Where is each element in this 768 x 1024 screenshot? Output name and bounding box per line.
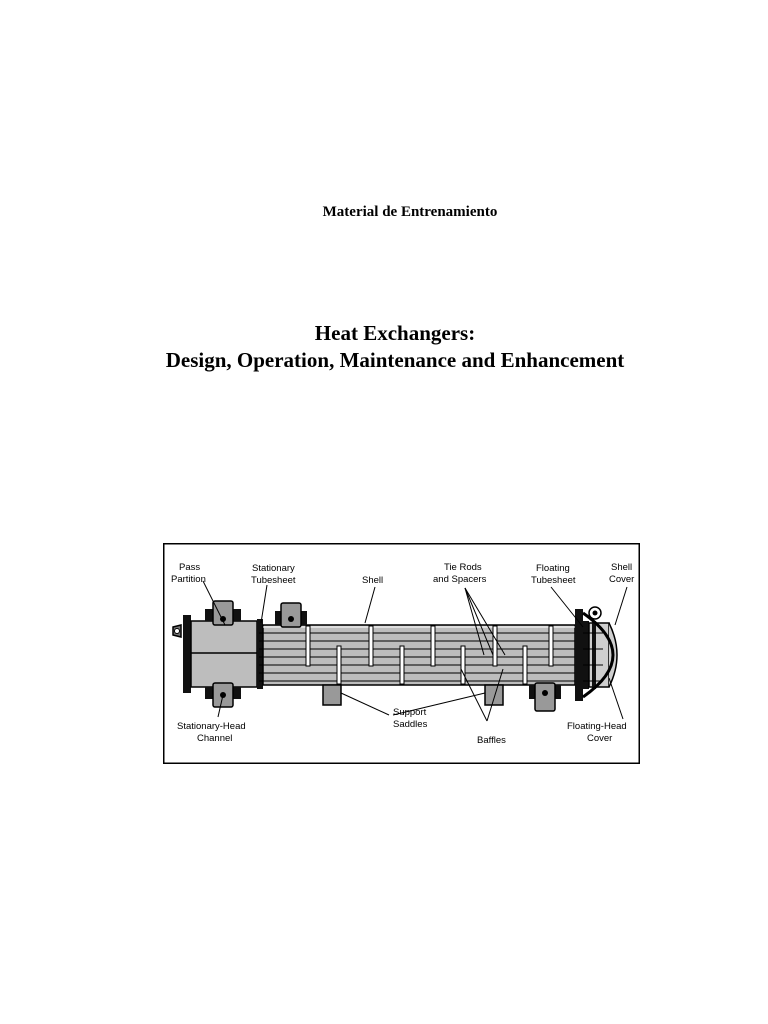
label-floating-head-cover: Floating-Head Cover [567, 721, 629, 744]
channel-flange-top-right [231, 609, 241, 621]
baffle-8 [522, 645, 528, 685]
label-shell-cover: Shell Cover [609, 562, 635, 585]
baffle-2 [336, 645, 342, 685]
channel-nozzle-top [212, 600, 234, 626]
floating-head-flange [592, 621, 596, 689]
baffle-9 [548, 625, 554, 667]
channel-flange-bottom-left [205, 687, 215, 699]
heat-exchanger-svg: Pass Partition Stationary Tubesheet Shel… [163, 543, 640, 764]
support-saddle-left [322, 684, 342, 706]
stationary-head-end-plate [183, 615, 191, 693]
baffle-4 [399, 645, 405, 685]
channel-flange-top-left [205, 609, 215, 621]
support-saddle-right [484, 684, 504, 706]
document-title-line-2: Design, Operation, Maintenance and Enhan… [165, 348, 625, 372]
stationary-tubesheet [257, 619, 263, 689]
shell-nozzle-top [280, 602, 302, 628]
label-support-saddles: Support Saddles [393, 707, 429, 730]
baffle-7 [492, 625, 498, 667]
shell-nozzle-top-bolt [288, 616, 294, 622]
label-shell: Shell [362, 575, 383, 586]
shell-flange-right [301, 611, 307, 625]
label-tie-rods: Tie Rods and Spacers [433, 562, 487, 585]
channel-flange-bottom-right [231, 687, 241, 699]
leader-lines [202, 580, 628, 722]
label-baffles: Baffles [477, 735, 506, 746]
shell-cover-flange [575, 609, 583, 701]
shell-bottom-flange-right [555, 685, 561, 699]
head-lug-hole [174, 628, 180, 634]
baffle-6 [460, 645, 466, 685]
stationary-head-channel [190, 620, 258, 688]
label-pass-partition: Pass Partition [171, 562, 206, 585]
floating-tubesheet [583, 621, 589, 689]
document-subtitle: Material de Entrenamiento [322, 204, 498, 220]
heat-exchanger-diagram: Pass Partition Stationary Tubesheet Shel… [163, 543, 640, 764]
baffle-3 [368, 625, 374, 667]
baffles-group [305, 625, 554, 685]
label-floating-tubesheet: Floating Tubesheet [531, 563, 576, 586]
document-title-line-1: Heat Exchangers: [314, 321, 476, 345]
shell-cover-dome [582, 611, 615, 699]
shell-bottom-flange-left [529, 685, 535, 699]
tube-bundle [259, 632, 583, 682]
shell-nozzle-bottom [534, 682, 556, 712]
shell-flange-left [275, 611, 281, 625]
shell-nozzle-bottom-bolt [542, 690, 548, 696]
baffle-5 [430, 625, 436, 667]
shell-cover-lug-hole [592, 610, 598, 616]
label-stationary-head-channel: Stationary-Head Channel [177, 721, 248, 744]
label-stationary-tubesheet: Stationary Tubesheet [251, 563, 297, 586]
baffle-1 [305, 625, 311, 667]
